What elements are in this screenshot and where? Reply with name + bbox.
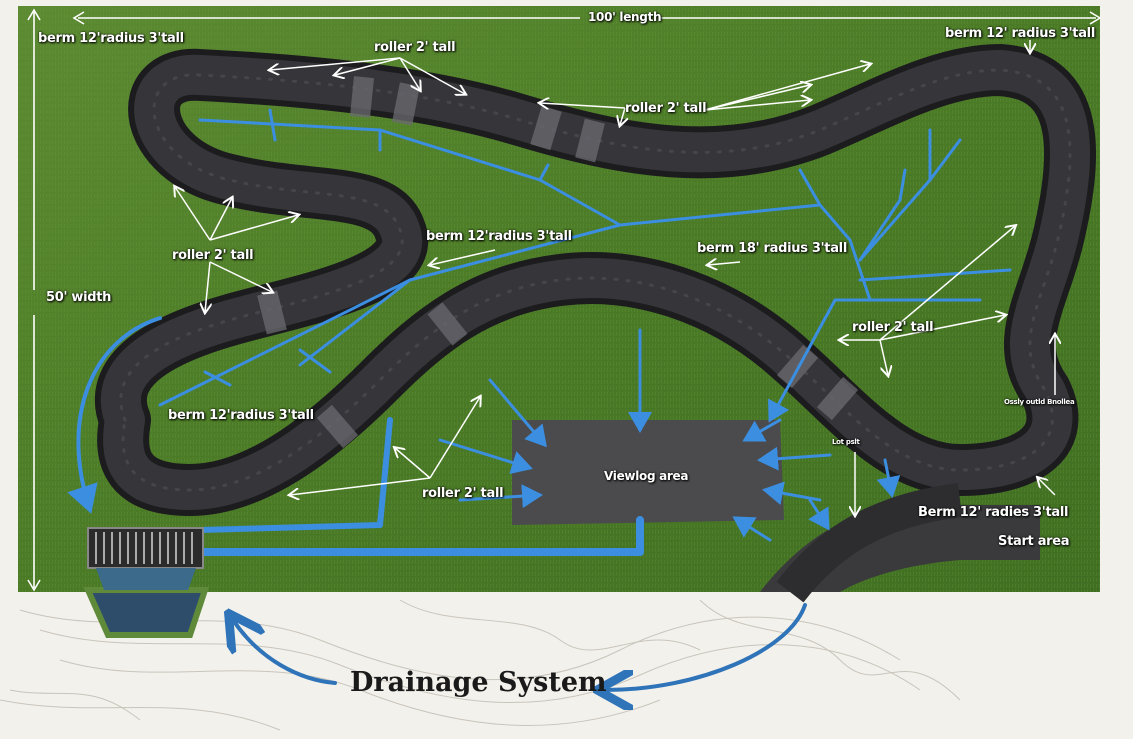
berm-18-label: berm 18' radius 3'tall (697, 241, 847, 256)
dimension-arrow-icon (27, 8, 1102, 592)
roller-label-top-mid: roller 2' tall (625, 101, 707, 116)
drainage-pipes (67, 108, 1012, 556)
start-chute (776, 483, 963, 603)
roller-label-bottom: roller 2' tall (422, 486, 504, 501)
caption-arrows (233, 603, 807, 690)
drainage-pond-icon (83, 587, 210, 638)
roller-label-right: roller 2' tall (852, 320, 934, 335)
length-dimension-label: 100' length (588, 10, 662, 24)
berm-label-top-left: berm 12'radius 3'tall (38, 31, 184, 46)
topographic-contours (0, 599, 961, 731)
berm-label-center: berm 12'radius 3'tall (426, 229, 572, 244)
annotation-pointers (175, 40, 1055, 515)
drainage-basin (83, 527, 210, 638)
roller-label-left: roller 2' tall (172, 248, 254, 263)
viewing-area-pad (512, 420, 784, 525)
berm-label-bottom-left: berm 12'radius 3'tall (168, 408, 314, 423)
berm-label-bottom-right: Berm 12' radies 3'tall (918, 505, 1069, 520)
drainage-system-caption: Drainage System (350, 667, 607, 698)
roller-label-top: roller 2' tall (374, 40, 456, 55)
drain-grate-icon (87, 527, 204, 569)
width-dimension-label: 50' width (46, 290, 112, 305)
lot-path-label: Lot pslt (832, 438, 860, 446)
viewing-area-label: Viewlog area (604, 469, 689, 483)
berm-label-top-right: berm 12' radius 3'tall (945, 26, 1095, 41)
start-area-label: Start area (998, 534, 1070, 549)
right-small-label: Ossly outld Bnollea (1004, 398, 1075, 406)
roller-bumps (257, 76, 859, 449)
pump-track (94, 44, 1097, 516)
